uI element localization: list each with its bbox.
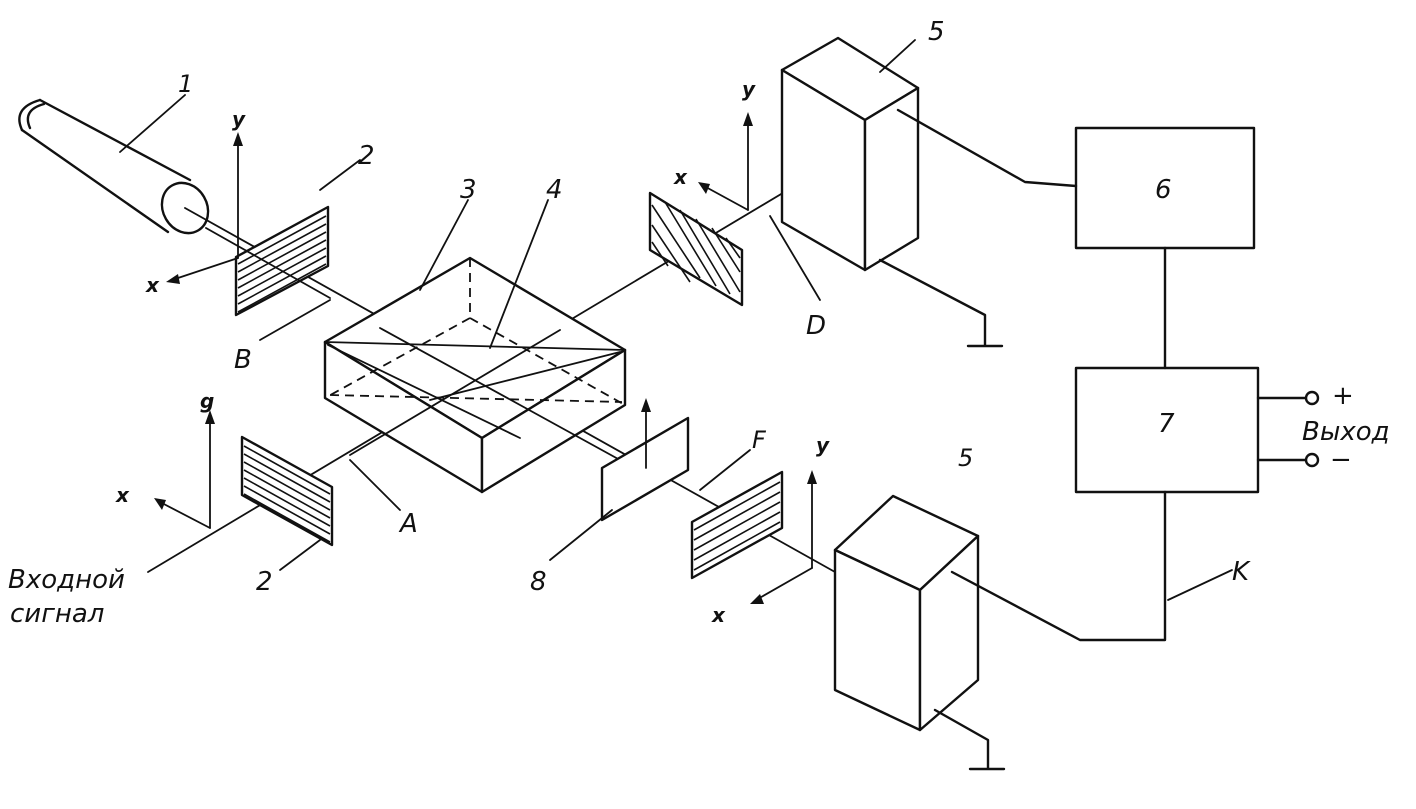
polarizer-top — [205, 205, 331, 317]
input-signal-line-1: Входной — [8, 565, 125, 595]
axis-x-bottom-right: x — [711, 603, 726, 627]
leader-lines — [259, 159, 821, 571]
label-crystal: 3 — [460, 175, 477, 205]
analyzer-bottom — [690, 470, 784, 580]
output-plus: + — [1332, 381, 1354, 411]
axes-top-right — [698, 112, 753, 211]
crystal-block — [323, 256, 627, 494]
label-wire-k: K — [1232, 557, 1251, 587]
block-7 — [1074, 366, 1260, 494]
axes-bottom-right — [750, 470, 817, 604]
output-minus: − — [1330, 445, 1352, 475]
axis-y-top-right: y — [742, 77, 756, 101]
polarizer-bottom — [240, 435, 334, 547]
axis-x-bottom-left: x — [115, 483, 130, 507]
label-block-7: 7 — [1158, 409, 1175, 439]
labels: 1 2 3 4 2 5 5 6 7 8 A B D F K y x g x y … — [8, 17, 1390, 629]
wires — [896, 108, 1320, 642]
axis-y-bottom-left: g — [200, 389, 214, 413]
axis-x-top-right: x — [673, 165, 688, 189]
input-signal-line-2: сигнал — [10, 599, 104, 629]
block-6 — [1074, 126, 1256, 250]
laser-source — [18, 94, 210, 235]
axes-bottom-left — [154, 410, 215, 529]
ground-bottom — [933, 708, 1006, 771]
label-polarizer-bottom: 2 — [256, 567, 273, 597]
label-beam-f: F — [752, 426, 767, 454]
axis-x-top-left: x — [145, 273, 160, 297]
output-label: Выход — [1302, 417, 1390, 447]
axis-y-top-left: y — [232, 107, 246, 131]
label-block-6: 6 — [1155, 175, 1172, 205]
detector-bottom — [833, 494, 980, 732]
label-detector-bottom: 5 — [958, 444, 973, 472]
label-beam-d: D — [806, 311, 826, 341]
label-polarizer-top: 2 — [358, 141, 375, 171]
analyzer-top — [648, 191, 744, 307]
detector-top — [780, 36, 920, 272]
label-diagonal: 4 — [546, 175, 563, 205]
label-beam-b: B — [234, 345, 252, 375]
label-detector-top: 5 — [928, 17, 945, 47]
axes-top-left — [166, 132, 243, 284]
label-plate-8: 8 — [530, 567, 547, 597]
axis-y-bottom-right: y — [816, 433, 830, 457]
label-laser: 1 — [178, 70, 193, 98]
ground-top — [878, 258, 1004, 348]
label-beam-a: A — [398, 509, 418, 539]
plate-8 — [600, 398, 690, 522]
